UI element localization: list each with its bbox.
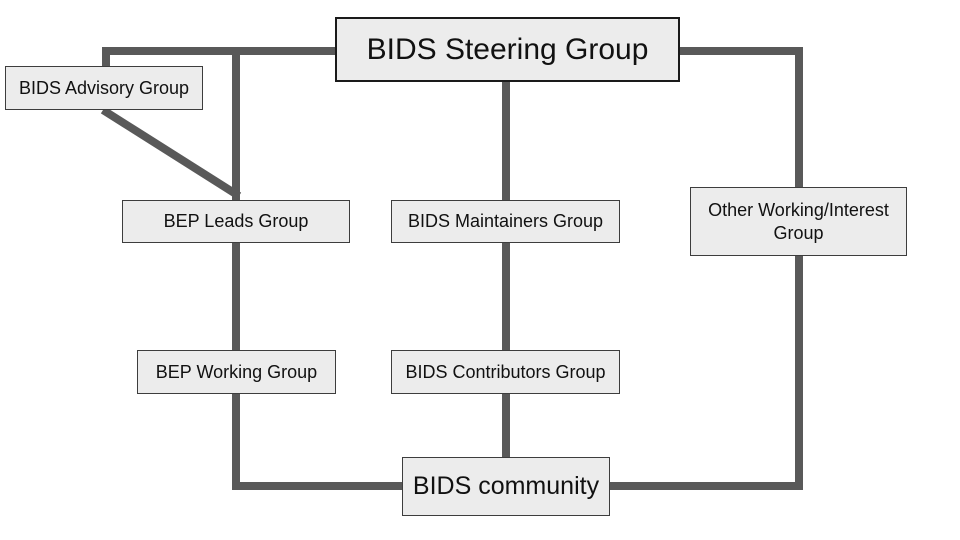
node-bids-maintainers-group: BIDS Maintainers Group	[391, 200, 620, 243]
node-bep-leads-group: BEP Leads Group	[122, 200, 350, 243]
node-bids-contributors-group: BIDS Contributors Group	[391, 350, 620, 394]
node-bep-working-group: BEP Working Group	[137, 350, 336, 394]
node-bids-steering-group: BIDS Steering Group	[335, 17, 680, 82]
node-bids-community: BIDS community	[402, 457, 610, 516]
connector-advisory-diagonal	[100, 106, 242, 200]
node-bids-advisory-group: BIDS Advisory Group	[5, 66, 203, 110]
node-other-working-interest-group: Other Working/Interest Group	[690, 187, 907, 256]
